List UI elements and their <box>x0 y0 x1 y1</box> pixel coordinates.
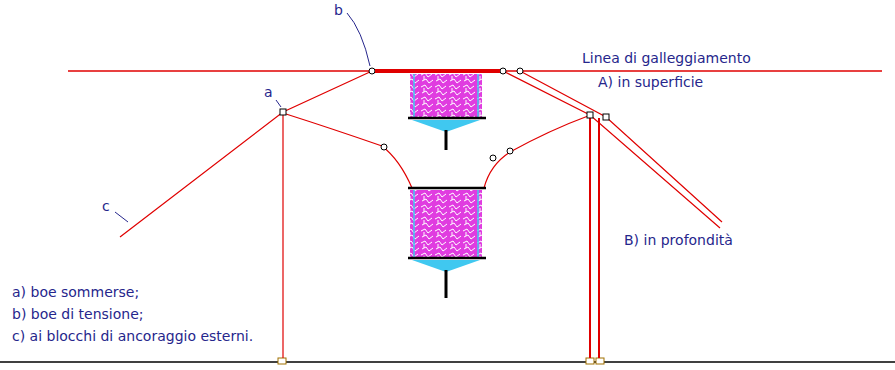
case-label: B) in profondità <box>624 232 733 248</box>
legend-note: a) boe sommerse; <box>12 284 139 300</box>
legend-note: c) ai blocchi di ancoraggio esterni. <box>12 328 253 344</box>
waterline-label: Linea di galleggiamento <box>582 50 751 66</box>
legend-note: b) boe di tensione; <box>12 306 143 322</box>
callout-letter: a <box>264 84 273 100</box>
callout-letter: b <box>334 2 343 18</box>
callout-letter: c <box>102 198 110 214</box>
case-label: A) in superficie <box>598 74 703 90</box>
